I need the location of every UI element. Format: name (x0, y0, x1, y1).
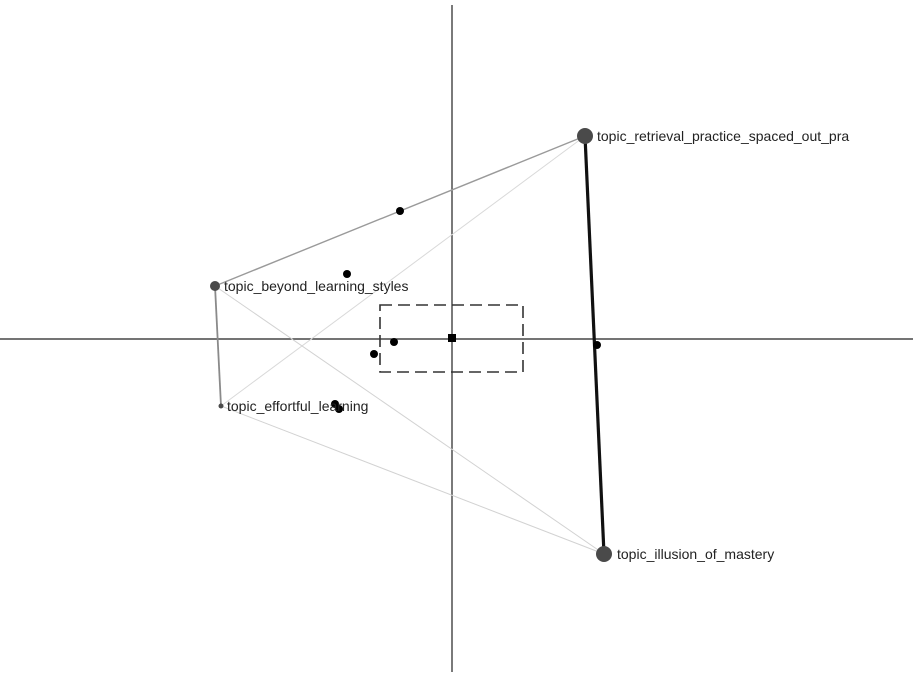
node-label: topic_retrieval_practice_spaced_out_pra (597, 128, 849, 144)
edges-layer (214, 135, 606, 555)
selection-center-handle[interactable] (448, 334, 456, 342)
node-beyond[interactable]: topic_beyond_learning_styles (210, 278, 408, 294)
selection-box[interactable] (379, 304, 524, 373)
edge-midpoint-marker[interactable] (593, 341, 601, 349)
edge-beyond-effortful[interactable] (214, 285, 222, 407)
edge-midpoints-layer (331, 207, 601, 413)
node-label: topic_illusion_of_mastery (617, 546, 774, 562)
edge-effortful-mastery[interactable] (220, 405, 605, 555)
node-retrieval[interactable]: topic_retrieval_practice_spaced_out_pra (577, 128, 849, 144)
edge-beyond-mastery[interactable] (214, 285, 605, 555)
node-effortful[interactable]: topic_effortful_learning (218, 398, 369, 414)
edge-midpoint-marker[interactable] (396, 207, 404, 215)
edge-effortful-retrieval[interactable] (220, 135, 586, 407)
node-mastery[interactable]: topic_illusion_of_mastery (596, 546, 774, 562)
nodes-layer: topic_retrieval_practice_spaced_out_pra … (210, 128, 849, 562)
node-circle[interactable] (210, 281, 220, 291)
edge-midpoint-marker[interactable] (390, 338, 398, 346)
node-circle[interactable] (577, 128, 593, 144)
node-circle[interactable] (218, 403, 224, 409)
edge-midpoint-marker[interactable] (343, 270, 351, 278)
node-circle[interactable] (596, 546, 612, 562)
node-label: topic_beyond_learning_styles (224, 278, 408, 294)
edge-midpoint-marker[interactable] (335, 405, 343, 413)
node-label: topic_effortful_learning (227, 398, 368, 414)
edge-midpoint-marker[interactable] (370, 350, 378, 358)
